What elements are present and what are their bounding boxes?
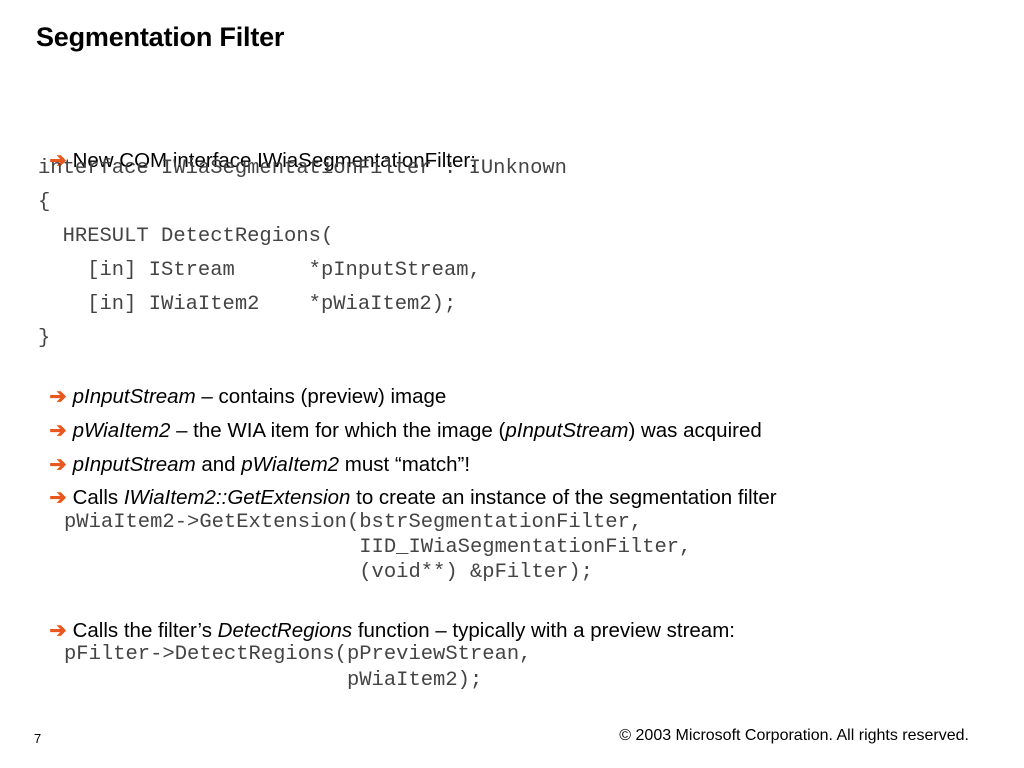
- bullet-pwiaitem2: ➔pWiaItem2 – the WIA item for which the …: [38, 394, 762, 443]
- bullet-detectregions: ➔Calls the filter’s DetectRegions functi…: [38, 594, 735, 643]
- param-name: pWiaItem2: [72, 419, 171, 442]
- slide-title: Segmentation Filter: [36, 22, 285, 52]
- param-name: pInputStream: [505, 419, 629, 442]
- param-name: pWiaItem2: [241, 453, 340, 476]
- code-line: HRESULT DetectRegions(: [38, 225, 334, 248]
- code-line: pWiaItem2);: [64, 669, 483, 692]
- bullet-text: – contains (preview) image: [195, 385, 447, 408]
- code-line: pFilter->DetectRegions(pPreviewStrean,: [64, 643, 532, 666]
- bullet-text: function – typically with a preview stre…: [352, 619, 735, 642]
- arrow-icon: ➔: [49, 619, 67, 642]
- bullet-getextension: ➔Calls IWiaItem2::GetExtension to create…: [38, 461, 777, 510]
- bullet-text: ) was acquired: [628, 419, 762, 442]
- copyright-notice: © 2003 Microsoft Corporation. All rights…: [619, 727, 969, 744]
- page-number: 7: [34, 731, 42, 746]
- bullet-new-interface: ➔New COM interface IWiaSegmentationFilte…: [38, 124, 476, 173]
- bullet-must-match: ➔pInputStream and pWiaItem2 must “match”…: [38, 428, 470, 477]
- code-line: IID_IWiaSegmentationFilter,: [64, 536, 692, 559]
- arrow-icon: ➔: [49, 149, 67, 172]
- code-line: interface IWiaSegmentationFilter : IUnkn…: [38, 157, 567, 180]
- code-line: }: [38, 327, 51, 350]
- code-line: [in] IStream *pInputStream,: [38, 259, 481, 282]
- bullet-text: and: [195, 453, 242, 476]
- arrow-icon: ➔: [49, 385, 67, 408]
- code-line: (void**) &pFilter);: [64, 561, 593, 584]
- code-line: pWiaItem2->GetExtension(bstrSegmentation…: [64, 511, 643, 534]
- bullet-text: – the WIA item for which the image (: [170, 419, 506, 442]
- arrow-icon: ➔: [49, 453, 67, 476]
- method-name: IWiaItem2::GetExtension: [123, 486, 351, 509]
- bullet-pinputstream: ➔pInputStream – contains (preview) image: [38, 360, 446, 409]
- method-name: DetectRegions: [217, 619, 353, 642]
- param-name: pInputStream: [72, 453, 196, 476]
- bullet-text: New COM interface IWiaSegmentationFilter…: [72, 149, 476, 172]
- bullet-text: must “match”!: [339, 453, 471, 476]
- param-name: pInputStream: [72, 385, 196, 408]
- code-line: {: [38, 191, 51, 214]
- code-line: [in] IWiaItem2 *pWiaItem2);: [38, 293, 457, 316]
- bullet-text: Calls: [72, 486, 124, 509]
- bullet-text: Calls the filter’s: [72, 619, 218, 642]
- bullet-text: to create an instance of the segmentatio…: [350, 486, 777, 509]
- arrow-icon: ➔: [49, 419, 67, 442]
- arrow-icon: ➔: [49, 486, 67, 509]
